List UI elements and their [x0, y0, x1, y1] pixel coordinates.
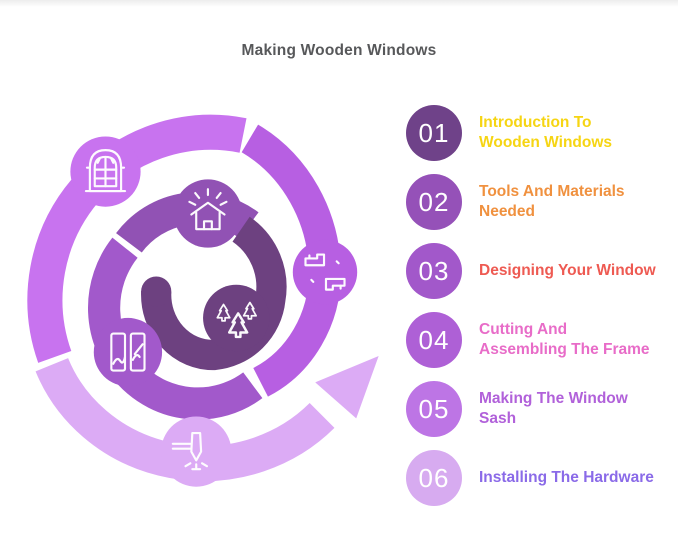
sash-panes-icon [110, 332, 146, 372]
arrow-head [315, 355, 379, 419]
list-item: 05 Making The Window Sash [406, 381, 678, 437]
step-label: Tools And Materials Needed [479, 183, 625, 220]
pine-trees-icon [216, 301, 257, 339]
list-item: 06 Installing The Hardware [406, 450, 678, 506]
house-icon [188, 188, 228, 231]
page-title: Making Wooden Windows [241, 42, 437, 59]
step-label: Making The Window Sash [479, 390, 628, 427]
step-number-circle: 01 [406, 105, 462, 161]
list-item: 02 Tools And Materials Needed [406, 174, 678, 230]
step-label: Installing The Hardware [479, 469, 654, 486]
step-number-circle: 04 [406, 312, 462, 368]
chisel-bump [161, 416, 232, 487]
step-number-circle: 03 [406, 243, 462, 299]
tools-bump [292, 239, 358, 305]
list-item: 01 Introduction To Wooden Windows [406, 105, 678, 161]
list-item: 04 Cutting And Assembling The Frame [406, 312, 678, 368]
spiral-diagram [5, 85, 405, 545]
step-number-circle: 02 [406, 174, 462, 230]
panes-bump [93, 317, 163, 387]
spiral-svg [27, 114, 379, 487]
arched-window-icon [84, 149, 127, 193]
steps-list: 01 Introduction To Wooden Windows 02 Too… [406, 105, 678, 506]
plane-tools-icon [304, 253, 346, 291]
step-label: Designing Your Window [479, 262, 656, 279]
step-label: Cutting And Assembling The Frame [479, 321, 650, 358]
list-item: 03 Designing Your Window [406, 243, 678, 299]
inner-curl-round-end [141, 276, 172, 307]
step-number-circle: 05 [406, 381, 462, 437]
chisel-icon [171, 431, 209, 471]
step-number-circle: 06 [406, 450, 462, 506]
house-bump [173, 179, 243, 248]
step-label: Introduction To Wooden Windows [479, 114, 613, 151]
